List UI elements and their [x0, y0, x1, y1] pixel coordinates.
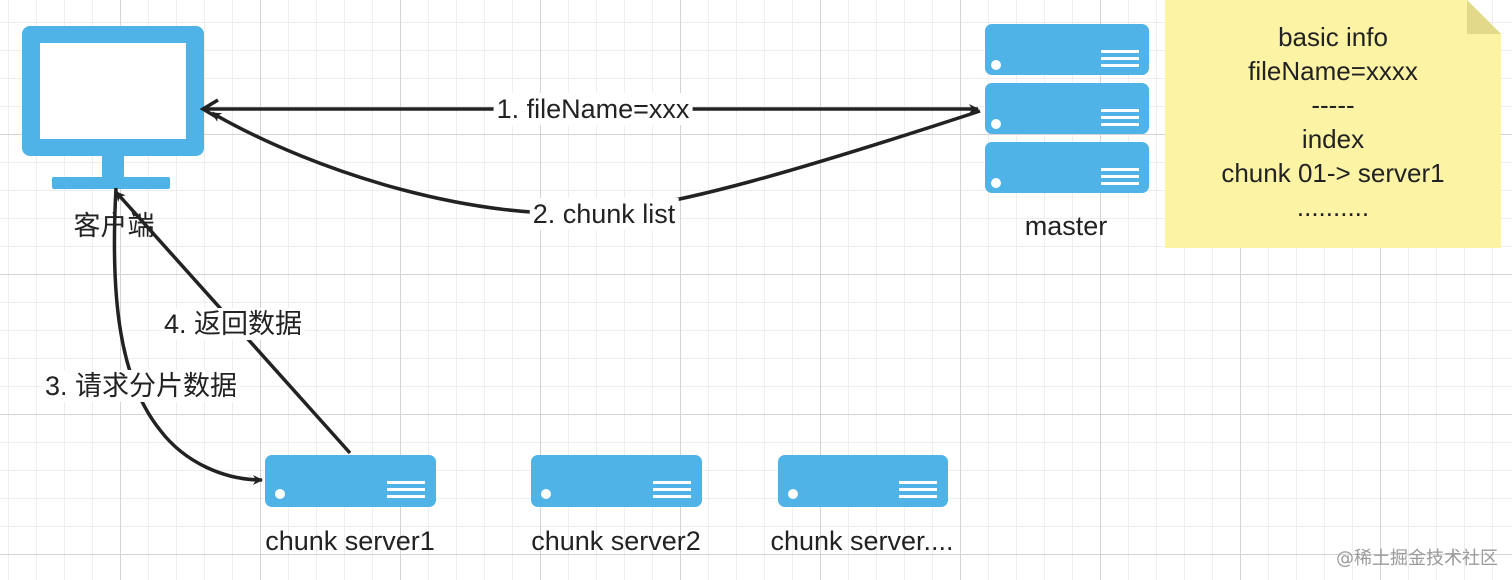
chunk-server-1-icon [265, 455, 436, 507]
client-monitor-icon [22, 26, 204, 189]
edge-step3-arrow [112, 187, 263, 485]
chunk-server-more-label: chunk server.... [770, 526, 954, 556]
chunk-server-1-label: chunk server1 [265, 526, 435, 556]
note-line: index [1301, 124, 1365, 154]
edge-step2-label: 2. chunk list [529, 198, 679, 230]
note-line: .......... [1296, 192, 1370, 222]
edge-step1-label: 1. fileName=xxx [493, 93, 693, 125]
edge-step3-label: 3. 请求分片数据 [41, 370, 241, 402]
edge-step4-label: 4. 返回数据 [160, 308, 306, 340]
client-label: 客户端 [73, 211, 155, 241]
chunk-server-more-icon [778, 455, 948, 507]
chunk-server-2-icon [531, 455, 702, 507]
master-label: master [1024, 211, 1108, 241]
chunk-server-2-label: chunk server2 [531, 526, 701, 556]
info-note-text: basic info fileName=xxxx ----- index chu… [1165, 20, 1501, 224]
note-line: basic info [1278, 22, 1388, 52]
info-note [1165, 0, 1501, 248]
watermark: @稀土掘金技术社区 [1336, 548, 1498, 569]
note-line: ----- [1311, 90, 1355, 120]
note-line: chunk 01-> server1 [1221, 158, 1445, 188]
note-line: fileName=xxxx [1248, 56, 1418, 86]
master-server-icon [985, 24, 1149, 193]
